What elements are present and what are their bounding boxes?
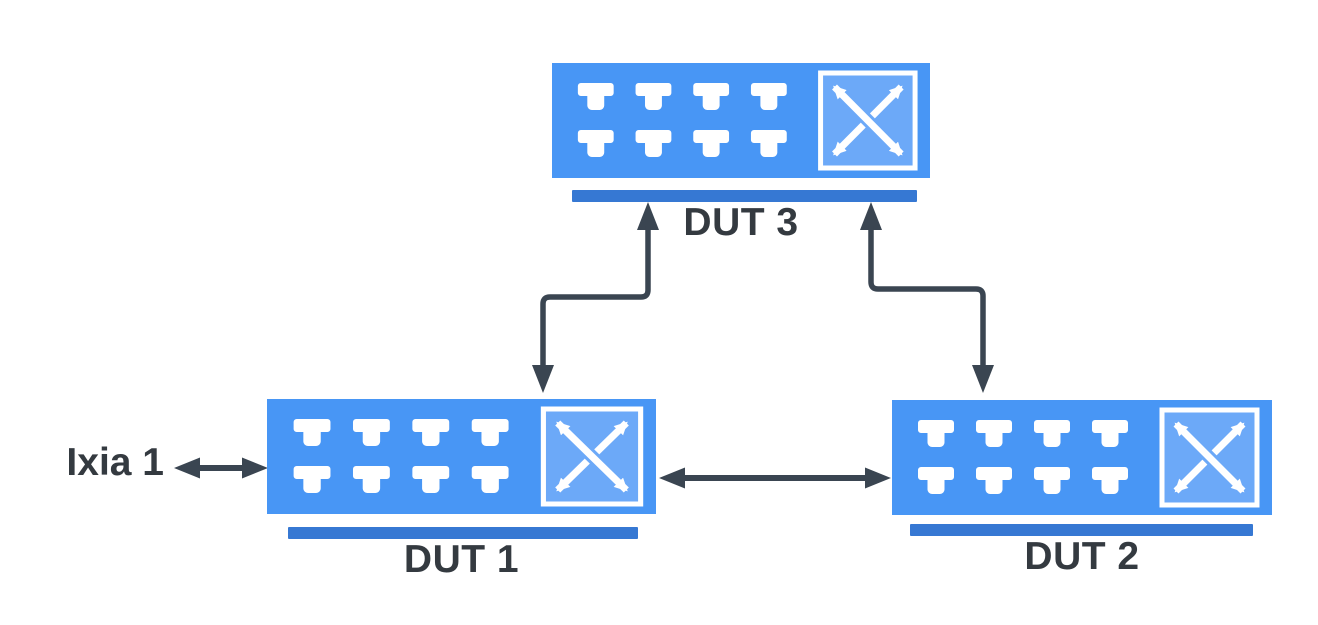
switch-icon [892, 400, 1272, 515]
node-dut1: DUT 1 [267, 399, 656, 580]
platform-bar [572, 190, 917, 202]
switch-icon [552, 63, 930, 178]
link-dut3-dut1 [532, 202, 659, 393]
platform-bar [910, 524, 1253, 536]
link-ixia1-dut1 [174, 457, 268, 479]
node-dut2: DUT 2 [892, 400, 1272, 577]
node-label-dut1: DUT 1 [403, 538, 520, 581]
node-label-dut3: DUT 3 [683, 201, 799, 244]
platform-bar [288, 527, 638, 539]
switch-icon [267, 399, 656, 514]
node-dut3: DUT 3 [552, 63, 930, 243]
link-dut1-dut2 [659, 467, 891, 489]
node-label-dut2: DUT 2 [1024, 535, 1140, 578]
node-label-ixia1: Ixia 1 [66, 441, 164, 484]
link-dut3-dut2 [860, 202, 994, 393]
